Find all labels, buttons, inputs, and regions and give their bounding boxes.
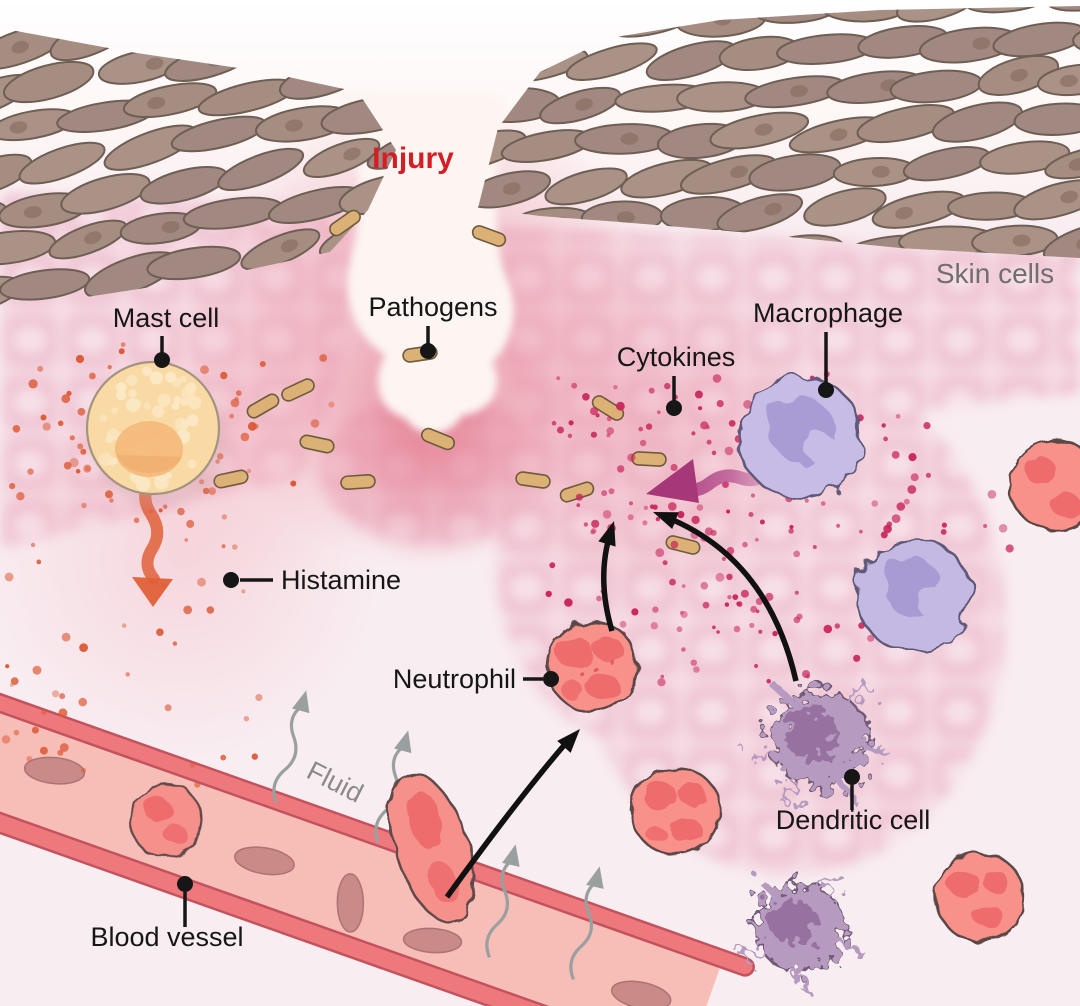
pathogen-rod [591, 395, 625, 421]
skin-surface-cell [97, 48, 182, 85]
blood-vessel [0, 685, 755, 1006]
neutrophil-in-vessel [129, 783, 204, 858]
macrophage-label: Macrophage [753, 298, 903, 328]
neutrophil-cell-right [1008, 438, 1080, 532]
injury-label: Injury [372, 142, 454, 175]
histamine-label: Histamine [281, 565, 401, 595]
skin-surface-cell [1044, 144, 1080, 180]
macrophage-cell-2 [855, 536, 973, 654]
pathogen-rod [420, 427, 456, 451]
skin-surface-cell [896, 6, 982, 23]
pathogen-rod [340, 473, 376, 491]
dendritic-cell-callout: Dendritic cell [776, 769, 931, 835]
pathogen-rod [299, 434, 335, 454]
skin-surface-cell [992, 21, 1080, 58]
skin-surface-cell [1013, 179, 1080, 221]
pathogen-rod [329, 209, 361, 237]
skin-surface-cell [1042, 219, 1080, 258]
skin-cells-label: Skin cells [936, 258, 1054, 289]
labels: Injury Skin cells Mast cell Pathogens Ma… [90, 142, 1054, 952]
neutrophil-cell-main [545, 619, 639, 713]
skin-surface-cell [3, 60, 95, 104]
pathogen-rods [213, 209, 701, 555]
skin-surface-cell [565, 42, 658, 81]
pathogen-rod [213, 469, 249, 489]
skin-surface-cell [302, 137, 381, 179]
skin-surface-cell [60, 173, 151, 215]
pathogen-rod [631, 451, 667, 467]
skin-surface-cell [1013, 102, 1080, 136]
skin-surface-cell [744, 75, 846, 109]
skin-surface-cell [122, 82, 218, 119]
skin-surface-cell [832, 157, 917, 188]
histamine-callout: Histamine [223, 565, 401, 595]
neutrophil-cell-2 [630, 765, 722, 857]
skin-surface-cell [119, 211, 202, 245]
mast-cell [85, 360, 228, 508]
skin-surface-cell [478, 170, 552, 209]
mast-cell-callout: Mast cell [113, 303, 220, 368]
skin-surface-cell [539, 86, 622, 125]
skin-surface-cell [803, 187, 887, 227]
dendritic-cell-1 [750, 680, 888, 806]
pathogen-rod [471, 225, 507, 247]
neutrophil-callout: Neutrophil [393, 664, 559, 694]
pathogens-label: Pathogens [368, 292, 497, 322]
red-blood-cells [23, 756, 672, 1006]
skin-surface-cell [0, 268, 91, 301]
skin-surface-cell [544, 167, 628, 206]
dendritic-cell-2 [742, 876, 862, 990]
skin-surface-cell [217, 147, 305, 192]
blood-vessel-label: Blood vessel [90, 922, 243, 952]
pathogen-rod [281, 378, 315, 402]
cytokines-callout: Cytokines [617, 342, 736, 416]
dendritic-cell-label: Dendritic cell [776, 805, 931, 835]
pathogen-rod [246, 393, 280, 419]
macrophage-callout: Macrophage [753, 298, 903, 398]
neutrophil-cell-bottom-right [934, 851, 1026, 943]
macrophage-cell-1 [737, 374, 863, 500]
pathogens-callout: Pathogens [368, 292, 498, 359]
skin-surface-cell [574, 123, 675, 155]
pathogen-rod [515, 471, 551, 489]
skin-surface-cell [18, 141, 106, 185]
mast-cell-label: Mast cell [113, 303, 220, 333]
skin-surface-cell [366, 124, 396, 170]
skin-surface-cell [918, 26, 1020, 64]
neutrophil-label: Neutrophil [393, 664, 516, 694]
skin-surface-cell [716, 193, 804, 233]
skin-surface-cell [962, 6, 1055, 14]
cytokines-label: Cytokines [617, 342, 736, 372]
pathogen-rod [665, 535, 701, 555]
skin-surface-cell [931, 101, 1023, 143]
skin-surface-cell [1072, 22, 1080, 57]
blood-vessel-callout: Blood vessel [90, 876, 244, 952]
migration-arrows [444, 512, 799, 899]
skin-surface-cell [709, 111, 810, 150]
wound-channel [340, 90, 514, 434]
skin-surface-cell [146, 245, 242, 281]
